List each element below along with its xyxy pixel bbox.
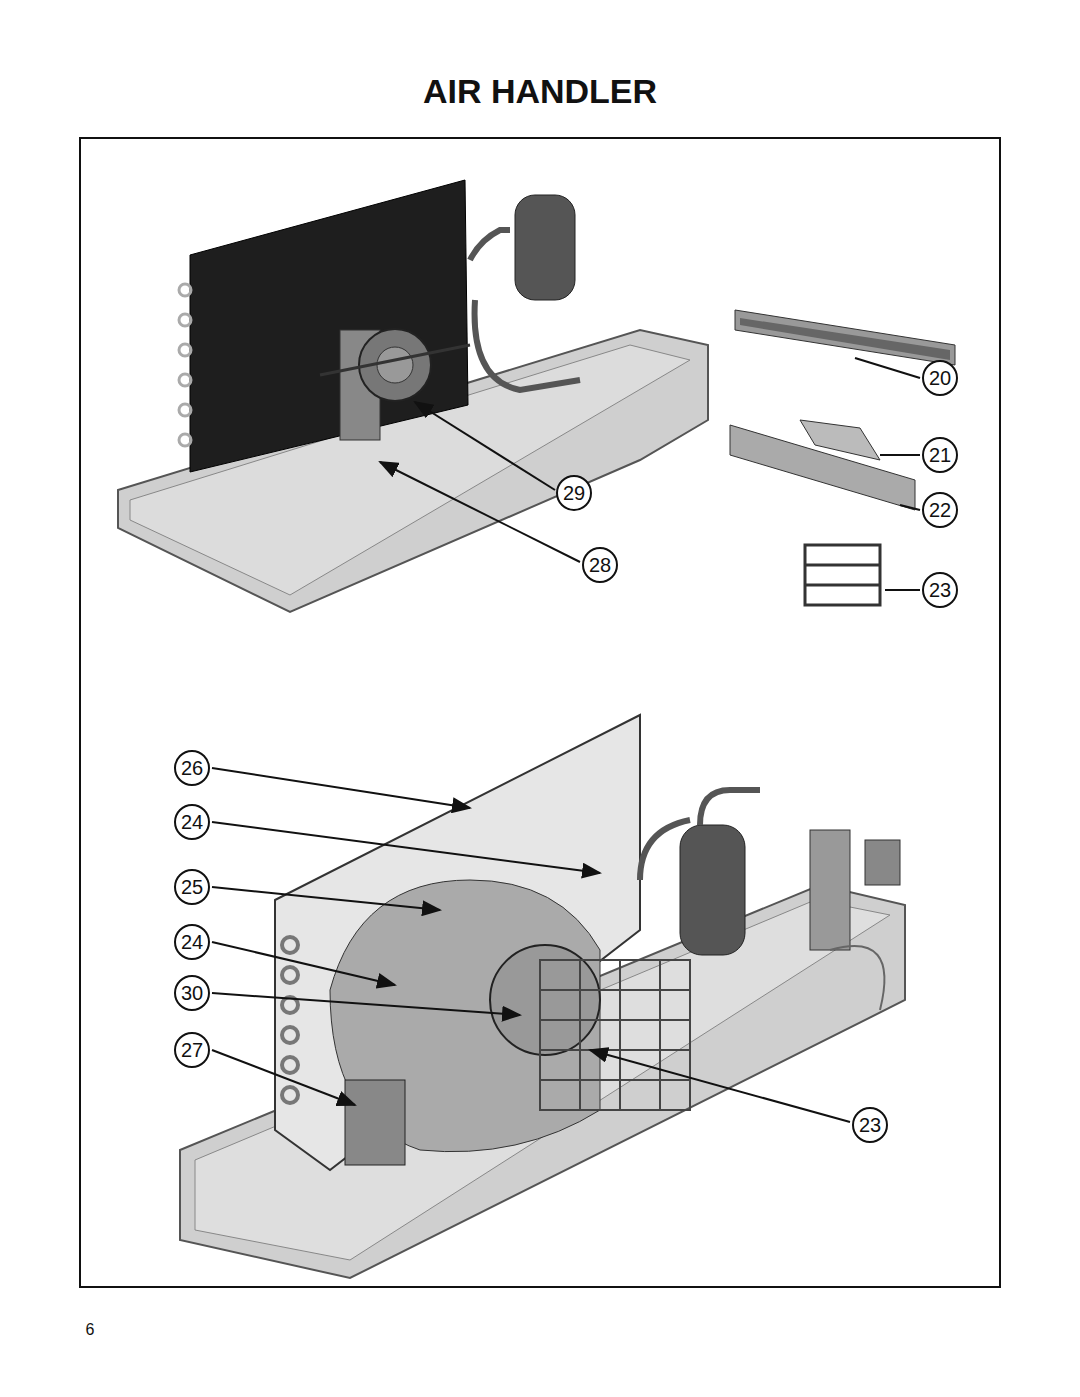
- callout-number: 30: [174, 975, 210, 1011]
- callout-number: 27: [174, 1032, 210, 1068]
- callout-number: 21: [922, 437, 958, 473]
- callout-number: 26: [174, 750, 210, 786]
- callout-number: 24: [174, 924, 210, 960]
- callout-number: 22: [922, 492, 958, 528]
- callout-number: 23: [922, 572, 958, 608]
- callout-number: 28: [582, 547, 618, 583]
- callout-number: 23: [852, 1107, 888, 1143]
- callout-number: 20: [922, 360, 958, 396]
- callout-number: 24: [174, 804, 210, 840]
- page-title: AIR HANDLER: [0, 72, 1080, 111]
- callout-number: 25: [174, 869, 210, 905]
- page-number: 6: [86, 1321, 95, 1339]
- callout-number: 29: [556, 475, 592, 511]
